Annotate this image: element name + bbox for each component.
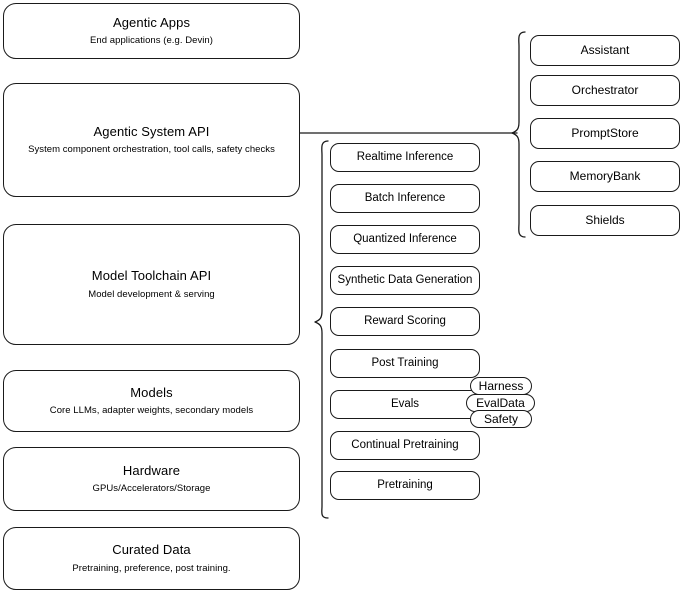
layer-models[interactable]: Models Core LLMs, adapter weights, secon…: [3, 370, 300, 432]
layer-subtitle: Core LLMs, adapter weights, secondary mo…: [49, 405, 254, 417]
toolchain-item-label: Realtime Inference: [356, 151, 454, 164]
toolchain-item-label: Reward Scoring: [364, 315, 446, 328]
toolchain-item-realtime-inference[interactable]: Realtime Inference: [330, 143, 480, 172]
system-component-label: PromptStore: [571, 126, 639, 140]
evals-tag-label: Harness: [478, 379, 524, 393]
layer-subtitle: Model development & serving: [88, 288, 215, 300]
toolchain-item-synthetic-data-generation[interactable]: Synthetic Data Generation: [330, 266, 480, 295]
layer-subtitle: System component orchestration, tool cal…: [28, 144, 275, 156]
toolchain-item-quantized-inference[interactable]: Quantized Inference: [330, 225, 480, 254]
evals-tag-label: EvalData: [476, 396, 525, 410]
layer-agentic-system-api[interactable]: Agentic System API System component orch…: [3, 83, 300, 197]
toolchain-item-continual-pretraining[interactable]: Continual Pretraining: [330, 431, 480, 460]
system-component-label: MemoryBank: [569, 169, 641, 183]
system-component-label: Assistant: [580, 43, 630, 57]
toolchain-item-evals[interactable]: Evals: [330, 390, 480, 419]
layer-subtitle: Pretraining, preference, post training.: [72, 562, 231, 574]
toolchain-item-label: Pretraining: [377, 479, 433, 492]
layer-subtitle: End applications (e.g. Devin): [90, 35, 213, 47]
system-component-assistant[interactable]: Assistant: [530, 35, 680, 66]
system-component-orchestrator[interactable]: Orchestrator: [530, 75, 680, 106]
layer-title: Hardware: [122, 462, 181, 478]
layer-title: Model Toolchain API: [91, 268, 212, 284]
layer-model-toolchain-api[interactable]: Model Toolchain API Model development & …: [3, 224, 300, 345]
toolchain-item-label: Continual Pretraining: [351, 439, 459, 452]
evals-tag-safety[interactable]: Safety: [470, 410, 532, 428]
system-component-label: Shields: [585, 213, 625, 227]
layer-subtitle: GPUs/Accelerators/Storage: [92, 483, 211, 495]
toolchain-item-label: Post Training: [371, 357, 439, 370]
evals-tag-harness[interactable]: Harness: [470, 377, 532, 395]
layer-title: Agentic Apps: [112, 14, 191, 30]
toolchain-item-label: Evals: [390, 398, 420, 411]
model-toolchain-brace: [314, 140, 329, 519]
toolchain-item-batch-inference[interactable]: Batch Inference: [330, 184, 480, 213]
layer-curated-data[interactable]: Curated Data Pretraining, preference, po…: [3, 527, 300, 590]
evals-tag-label: Safety: [483, 412, 519, 426]
toolchain-item-pretraining[interactable]: Pretraining: [330, 471, 480, 500]
system-components-brace: [511, 31, 526, 238]
toolchain-item-post-training[interactable]: Post Training: [330, 349, 480, 378]
system-component-shields[interactable]: Shields: [530, 205, 680, 236]
toolchain-item-label: Batch Inference: [364, 192, 446, 205]
system-component-promptstore[interactable]: PromptStore: [530, 118, 680, 149]
layer-agentic-apps[interactable]: Agentic Apps End applications (e.g. Devi…: [3, 3, 300, 59]
system-component-memorybank[interactable]: MemoryBank: [530, 161, 680, 192]
layer-hardware[interactable]: Hardware GPUs/Accelerators/Storage: [3, 447, 300, 511]
toolchain-item-reward-scoring[interactable]: Reward Scoring: [330, 307, 480, 336]
layer-title: Models: [130, 384, 173, 400]
layer-title: Curated Data: [112, 542, 191, 558]
system-component-label: Orchestrator: [571, 83, 639, 97]
toolchain-item-label: Synthetic Data Generation: [337, 274, 473, 287]
layer-title: Agentic System API: [93, 123, 210, 139]
toolchain-item-label: Quantized Inference: [353, 233, 457, 246]
